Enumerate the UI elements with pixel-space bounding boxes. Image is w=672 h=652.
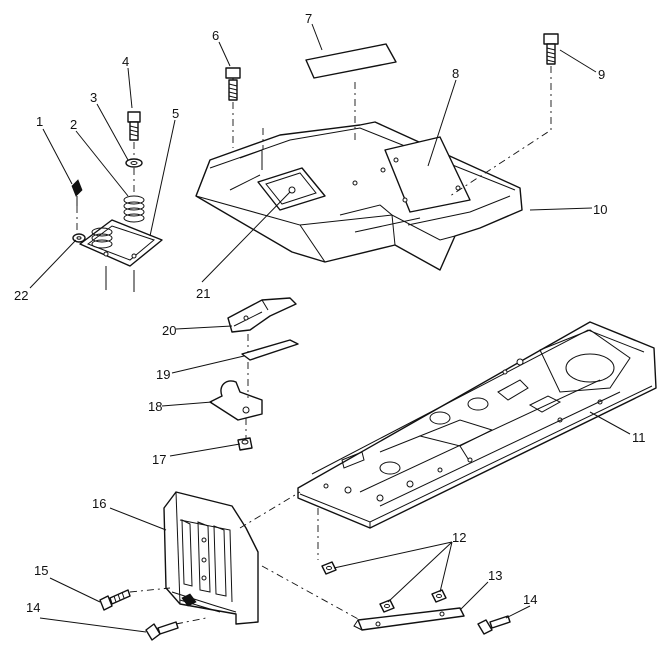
callout-12: 12 (452, 530, 466, 545)
callout-15: 15 (34, 563, 48, 578)
callout-13: 13 (488, 568, 502, 583)
pin-part-14-left (145, 621, 179, 641)
leader-lines (29, 23, 631, 633)
bar-part-13 (353, 607, 465, 631)
callout-19: 19 (156, 367, 170, 382)
side-panel-part-16 (163, 491, 259, 625)
decal-part-7 (305, 43, 397, 79)
bolt-part-6 (225, 67, 241, 101)
callout-14-right: 14 (523, 592, 537, 607)
nuts-part-12 (321, 561, 447, 613)
callout-5: 5 (172, 106, 179, 121)
callout-6: 6 (212, 28, 219, 43)
callout-14-left: 14 (26, 600, 40, 615)
callout-10: 10 (593, 202, 607, 217)
fender-part-10 (195, 121, 523, 271)
callout-7: 7 (305, 11, 312, 26)
spring-part-2 (123, 195, 145, 223)
callout-8: 8 (452, 66, 459, 81)
callout-22: 22 (14, 288, 28, 303)
callout-21: 21 (196, 286, 210, 301)
pin-part-14-right (477, 615, 511, 635)
plate-part-19 (241, 339, 299, 361)
frame-part-11 (297, 321, 657, 529)
callout-1: 1 (36, 114, 43, 129)
callout-16: 16 (92, 496, 106, 511)
bolt-part-9 (543, 33, 559, 65)
bolt-part-15 (99, 589, 131, 611)
callout-18: 18 (148, 399, 162, 414)
callout-3: 3 (90, 90, 97, 105)
bracket-part-20 (227, 297, 297, 333)
alignment-lines (76, 66, 552, 625)
callout-2: 2 (70, 117, 77, 132)
callout-11: 11 (632, 430, 646, 445)
clamp-part-18 (209, 380, 263, 421)
callout-4: 4 (122, 54, 129, 69)
callout-9: 9 (598, 67, 605, 82)
nut-part-17 (237, 437, 253, 451)
callout-labels: 1 2 3 4 5 6 7 8 9 10 11 12 13 14 14 15 1… (14, 11, 646, 615)
callout-20: 20 (162, 323, 176, 338)
seat-spring-assembly (71, 111, 163, 292)
callout-17: 17 (152, 452, 166, 467)
